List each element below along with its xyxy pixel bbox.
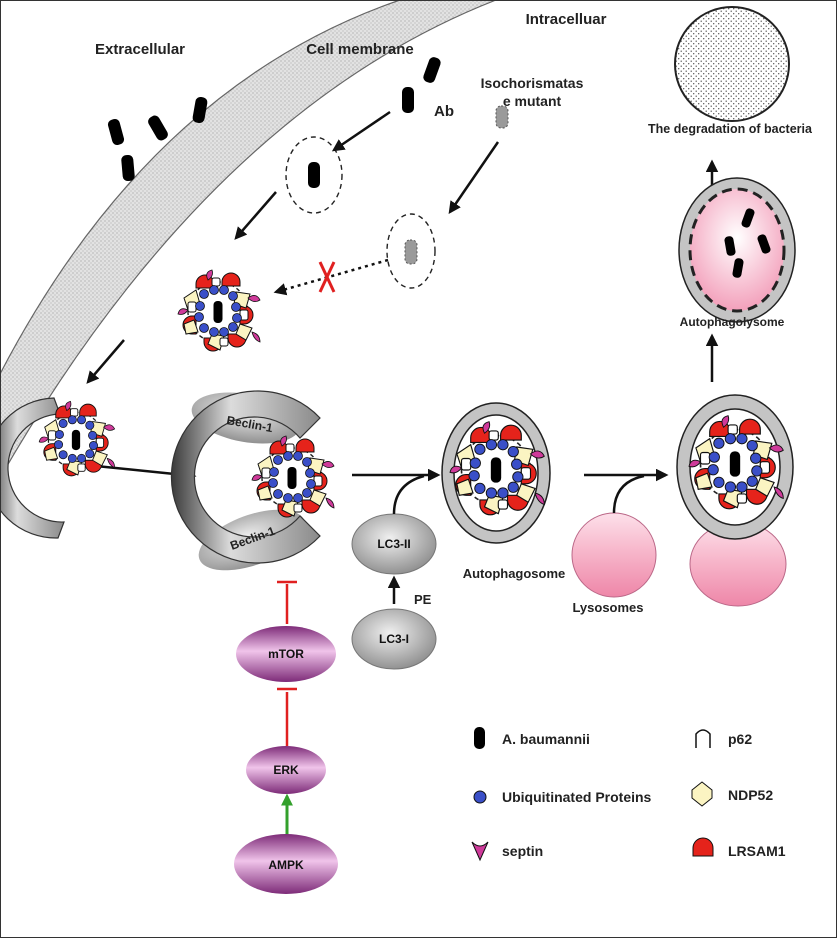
- cell-membrane-label: Cell membrane: [306, 41, 414, 58]
- legend-a-baumannii: A. baumannii: [474, 727, 590, 749]
- svg-text:p62: p62: [728, 731, 752, 747]
- ampk-node: [234, 834, 338, 894]
- mutant-label-line1: Isochorismatas: [481, 75, 584, 91]
- lysosome-fusion-curve: [612, 474, 645, 514]
- mtor-label: mTOR: [268, 647, 304, 661]
- signaling-column: mTOR ERK AMPK: [234, 580, 338, 894]
- mutant-bacterium: [495, 105, 509, 129]
- lc3-i-node: [351, 608, 437, 670]
- extracellular-label: Extracellular: [95, 41, 185, 58]
- lysosome: [571, 512, 657, 598]
- legend-septin: septin: [471, 841, 543, 862]
- autophagolysosome: [678, 177, 796, 323]
- legend-lrsam1: LRSAM1: [692, 837, 786, 859]
- lysosomes-label: Lysosomes: [572, 600, 643, 615]
- lc3-ii-label: LC3-II: [377, 537, 410, 551]
- fusing-autolysosome: [676, 394, 794, 607]
- lc3-insert-curve: [392, 474, 425, 515]
- erk-node: [246, 746, 326, 794]
- pe-label: PE: [414, 592, 432, 607]
- svg-text:A. baumannii: A. baumannii: [502, 731, 590, 747]
- blocked-x-mark: [318, 261, 336, 293]
- intracellular-label: Intracelluar: [526, 11, 607, 28]
- autophagolysome-label: Autophagolysome: [680, 315, 785, 329]
- svg-text:Ubiquitinated Proteins: Ubiquitinated Proteins: [502, 789, 652, 805]
- wildtype-vesicle: [285, 136, 343, 214]
- svg-text:LRSAM1: LRSAM1: [728, 843, 786, 859]
- legend-ubiquitinated: Ubiquitinated Proteins: [473, 789, 652, 805]
- mtor-node: [236, 626, 336, 682]
- autophagosome-label: Autophagosome: [463, 566, 566, 581]
- ampk-label: AMPK: [268, 858, 304, 872]
- beclin-cup: [170, 390, 335, 571]
- legend: A. baumannii Ubiquitinated Proteins sept…: [471, 727, 786, 862]
- autophagosome: [441, 402, 551, 544]
- erk-label: ERK: [273, 763, 299, 777]
- svg-text:septin: septin: [502, 843, 543, 859]
- phagophore-forming: [0, 397, 116, 539]
- mutant-vesicle: [386, 213, 436, 289]
- degraded-bacteria-sphere: [674, 6, 790, 122]
- degradation-label: The degradation of bacteria: [648, 122, 813, 136]
- legend-ndp52: NDP52: [691, 781, 773, 807]
- blocked-arrow: [273, 258, 389, 296]
- ubiquitinated-complex-cytosol: [177, 269, 261, 352]
- cell-membrane-band: [0, 0, 497, 480]
- mutant-label-line2: e mutant: [503, 93, 562, 109]
- ab-label: Ab: [434, 103, 454, 120]
- legend-p62: p62: [695, 729, 752, 748]
- lc3-i-label: LC3-I: [379, 632, 409, 646]
- svg-text:NDP52: NDP52: [728, 787, 773, 803]
